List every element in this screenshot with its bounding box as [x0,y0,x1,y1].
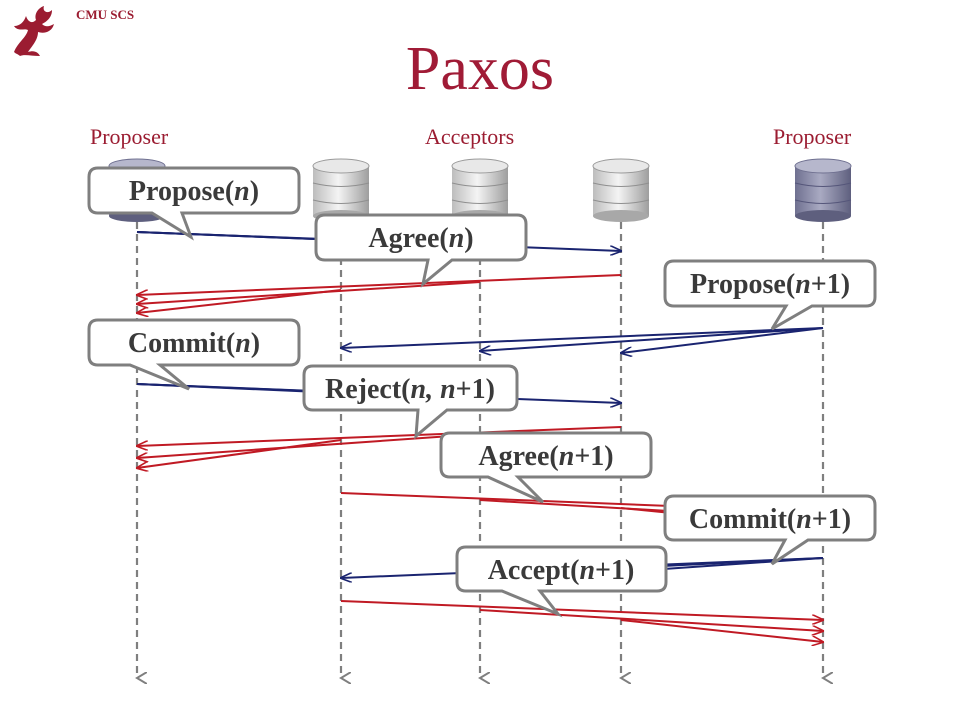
svg-text:Propose(n+1): Propose(n+1) [690,269,850,300]
msg-reject-a1 [137,439,342,468]
callout-reject: Reject(n, n+1) [302,364,519,440]
msg-accept-n1-a3 [620,619,823,642]
svg-text:Agree(n+1): Agree(n+1) [478,441,613,472]
svg-text:Reject(n, n+1): Reject(n, n+1) [325,374,495,405]
proposer-right-label: Proposer [773,124,852,149]
msg-propose-n1-a2 [480,327,824,351]
acceptors-label: Acceptors [425,124,515,149]
callout-accept-n1: Accept(n+1) [455,545,668,618]
svg-text:Accept(n+1): Accept(n+1) [488,555,635,586]
org-label: CMU SCS [76,7,135,22]
msg-propose-n1-a1 [341,327,824,348]
callout-commit-n: Commit(n) [87,318,301,391]
callout-agree-n: Agree(n) [314,213,528,288]
msg-reject-a2 [137,433,481,458]
msg-agree-n-a1 [137,289,342,313]
msg-agree-n-a3 [137,274,622,295]
page-title: Paxos [405,35,555,103]
proposer-left-label: Proposer [90,124,169,149]
svg-text:Commit(n+1): Commit(n+1) [689,504,851,535]
node-proposer-right [794,158,852,222]
msg-reject-a3 [137,426,622,446]
msg-propose-n1-a3 [621,327,824,353]
callout-commit-n1: Commit(n+1) [663,494,877,566]
callout-propose-n1: Propose(n+1) [663,259,877,331]
node-acceptor-3 [592,158,650,222]
callouts: Propose(n) Agree(n) Propose(n+1) Commit(… [87,166,877,618]
node-acceptor-2 [451,158,509,222]
msg-accept-n1-a2 [479,609,823,631]
svg-text:Commit(n): Commit(n) [128,328,260,359]
svg-text:Propose(n): Propose(n) [129,176,259,207]
callout-propose-n: Propose(n) [87,166,301,241]
callout-agree-n1: Agree(n+1) [439,431,653,504]
cmu-dragon-logo [14,6,54,56]
msg-accept-n1-a1 [340,600,823,620]
node-acceptor-1 [312,158,370,222]
svg-text:Agree(n): Agree(n) [368,223,473,254]
